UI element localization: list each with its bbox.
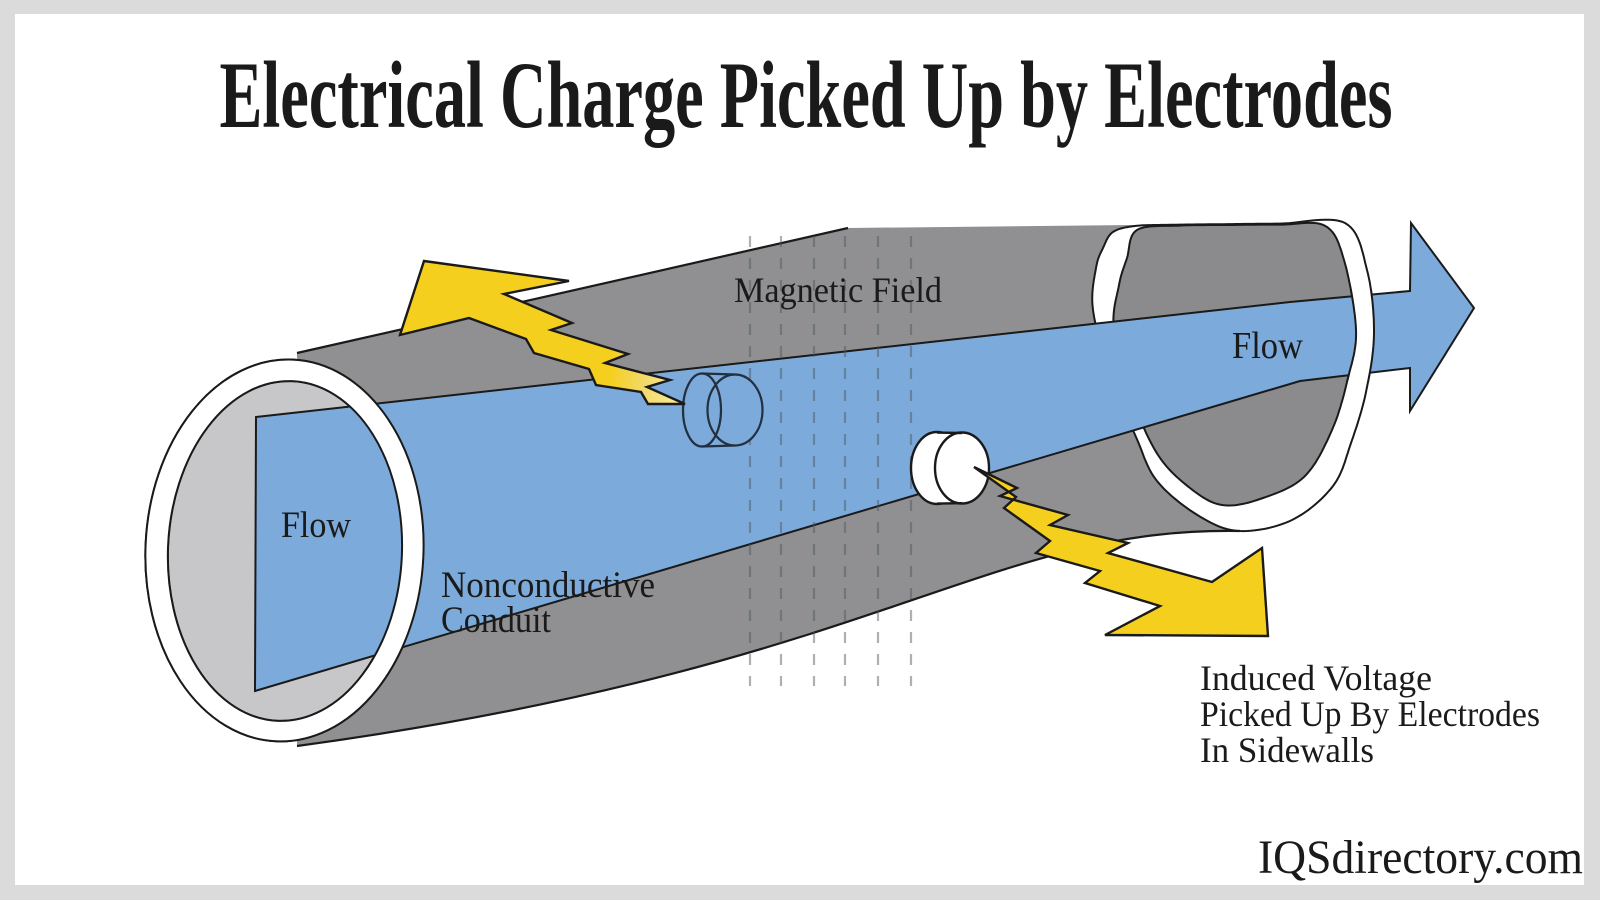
svg-text:Conduit: Conduit <box>441 600 552 641</box>
svg-text:Flow: Flow <box>1232 325 1304 367</box>
svg-text:Induced Voltage: Induced Voltage <box>1200 658 1432 698</box>
svg-text:Electrical Charge Picked Up by: Electrical Charge Picked Up by Electrode… <box>220 42 1393 148</box>
svg-text:Picked Up By Electrodes: Picked Up By Electrodes <box>1200 694 1540 734</box>
svg-text:Magnetic Field: Magnetic Field <box>734 270 942 310</box>
svg-text:Nonconductive: Nonconductive <box>441 565 655 606</box>
svg-text:Flow: Flow <box>281 505 351 546</box>
svg-text:IQSdirectory.com: IQSdirectory.com <box>1258 831 1583 884</box>
svg-text:In Sidewalls: In Sidewalls <box>1200 730 1374 770</box>
